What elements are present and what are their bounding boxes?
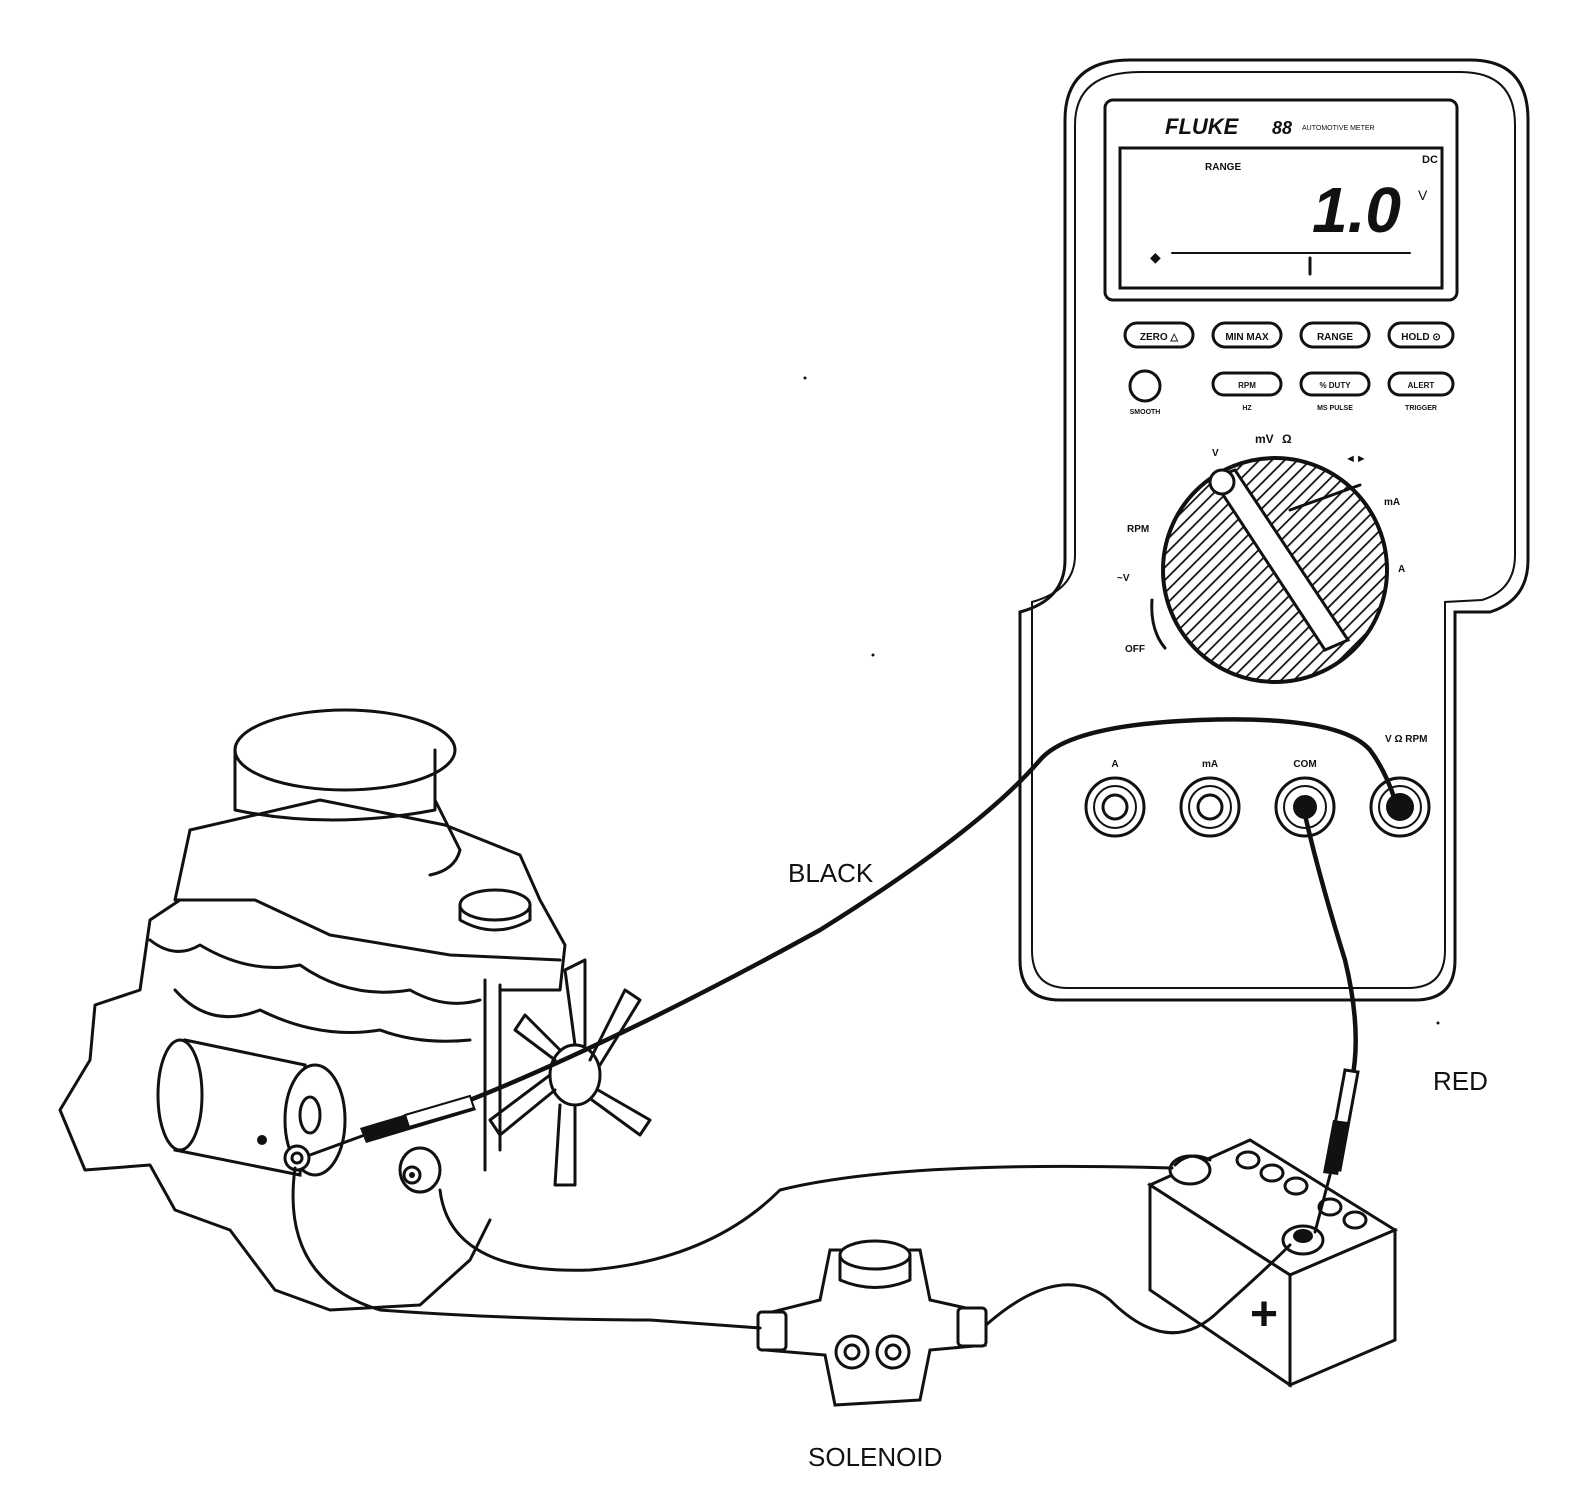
dial-label-off: OFF	[1125, 644, 1145, 655]
air-cleaner	[233, 708, 457, 792]
minmax-button[interactable]	[1211, 321, 1283, 349]
alert-button[interactable]	[1387, 371, 1455, 397]
dial-label-rpm: RPM	[1127, 524, 1149, 535]
smooth-button[interactable]	[1128, 369, 1162, 403]
rpm-button-label: RPM	[1238, 381, 1256, 390]
hold-button[interactable]	[1387, 321, 1455, 349]
rpm-button[interactable]	[1211, 371, 1283, 397]
range-button[interactable]	[1299, 321, 1371, 349]
battery: +	[1146, 1138, 1399, 1388]
zero-button-label: ZERO △	[1140, 332, 1179, 343]
black-lead	[362, 717, 1398, 1138]
hold-button-label: HOLD ⊙	[1401, 332, 1441, 343]
alert-button-label: ALERT	[1408, 381, 1435, 390]
dial-label-ohm: Ω	[1282, 432, 1292, 446]
trigger-sub-label: TRIGGER	[1405, 405, 1437, 412]
display-unit: V	[1418, 187, 1428, 203]
dial-label-mv: mV	[1255, 432, 1274, 446]
jack-label-com: COM	[1293, 759, 1316, 770]
solenoid-terminal-1	[834, 1334, 870, 1370]
buttons-row-2: RPM % DUTY ALERT SMOOTH HZ MS PULSE TRIG…	[1128, 369, 1455, 416]
starter-terminal	[283, 1144, 311, 1172]
mode-indicator: DC	[1422, 154, 1438, 166]
dial-label-v: V	[1212, 448, 1219, 459]
solenoid-to-battery-cable	[984, 1243, 1292, 1335]
hz-sub-label: HZ	[1242, 405, 1252, 412]
range-button-label: RANGE	[1317, 332, 1353, 343]
battery-negative-cable	[438, 1164, 1174, 1272]
engine-block	[58, 708, 652, 1312]
battery-cell-caps	[1235, 1150, 1368, 1230]
range-indicator: RANGE	[1205, 162, 1241, 173]
cables	[291, 1164, 1292, 1335]
pulse-sub-label: MS PULSE	[1317, 405, 1353, 412]
jack-v-ohm-rpm[interactable]	[1369, 776, 1431, 838]
buttons-row-1: ZERO △ MIN MAX RANGE HOLD ⊙	[1123, 321, 1455, 349]
minmax-button-label: MIN MAX	[1225, 332, 1269, 343]
smooth-sub-label: SMOOTH	[1130, 409, 1161, 416]
meter-subtitle: AUTOMOTIVE METER	[1302, 125, 1375, 132]
jack-com[interactable]	[1274, 776, 1336, 838]
duty-button[interactable]	[1299, 371, 1371, 397]
bar-graph: ◆	[1150, 249, 1411, 276]
test-leads	[308, 717, 1398, 1234]
display-window	[1118, 146, 1444, 290]
solenoid	[756, 1239, 988, 1407]
battery-side	[1288, 1227, 1397, 1388]
red-lead	[1302, 812, 1358, 1083]
battery-positive-terminal	[1281, 1224, 1325, 1256]
meter-model: 88	[1272, 118, 1292, 138]
engine-upper	[188, 798, 567, 992]
zero-button[interactable]	[1123, 321, 1195, 349]
dial-label-a: A	[1398, 564, 1405, 575]
oil-cap	[458, 888, 532, 922]
multimeter: FLUKE 88 AUTOMOTIVE METER RANGE DC 1.0 V…	[1018, 58, 1530, 1002]
jack-a[interactable]	[1084, 776, 1146, 838]
duty-button-label: % DUTY	[1319, 381, 1351, 390]
jack-label-ma: mA	[1202, 759, 1218, 770]
battery-plus-sign: +	[1250, 1288, 1278, 1341]
starter-to-solenoid-cable	[291, 1166, 762, 1330]
solenoid-label: SOLENOID	[808, 1442, 942, 1472]
engine-ground-terminal	[398, 1146, 442, 1194]
black-probe	[308, 1094, 476, 1157]
svg-text:◆: ◆	[1150, 249, 1161, 265]
battery-negative-terminal	[1168, 1154, 1212, 1186]
rotary-selector[interactable]: V mV Ω RPM ~V OFF mA A ◄►	[1117, 432, 1405, 684]
meter-brand: FLUKE	[1165, 114, 1240, 139]
red-lead-label: RED	[1433, 1066, 1488, 1096]
jack-label-a: A	[1111, 759, 1118, 770]
solenoid-cap	[838, 1239, 912, 1271]
svg-text:◄►: ◄►	[1345, 453, 1367, 465]
jack-ma[interactable]	[1179, 776, 1241, 838]
meter-body-inner	[1031, 71, 1516, 989]
solenoid-terminal-2	[875, 1334, 911, 1370]
display-reading: 1.0	[1312, 174, 1401, 246]
red-probe	[1313, 1068, 1360, 1234]
dial-label-ma: mA	[1384, 497, 1400, 508]
black-lead-label: BLACK	[788, 858, 874, 888]
dial-label-acv: ~V	[1117, 573, 1130, 584]
starter-motor	[156, 1038, 347, 1177]
jack-label-v-ohm-rpm: V Ω RPM	[1385, 734, 1427, 745]
fan	[488, 958, 652, 1187]
input-jacks: A mA COM V Ω RPM	[1084, 734, 1431, 838]
